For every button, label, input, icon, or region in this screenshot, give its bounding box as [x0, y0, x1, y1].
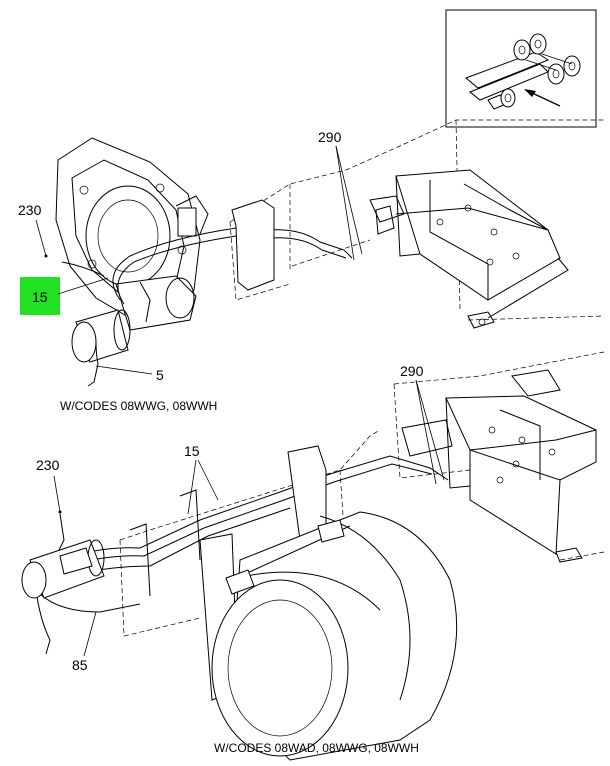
upper-battery-box [369, 169, 569, 329]
upper-bracket [231, 199, 275, 291]
caption-lower: W/CODES 08WAD, 08WWG, 08WWH [214, 741, 419, 755]
callout-230-bottom: 230 [36, 457, 60, 473]
locator-frame [445, 9, 597, 128]
callout-15-highlight-box [20, 277, 60, 315]
starter-motor [71, 275, 197, 387]
lower-starter [21, 539, 105, 599]
locator-inset [445, 9, 597, 128]
callout-290-mid: 290 [400, 363, 424, 379]
caption-upper: W/CODES 08WWG, 08WWH [60, 399, 217, 413]
lower-assembly [21, 351, 605, 761]
fuel-tank [211, 511, 458, 761]
callout-5: 5 [156, 367, 164, 383]
callout-15-bottom: 15 [184, 443, 200, 459]
direction-arrow-icon [524, 89, 561, 107]
lower-battery-box [401, 369, 597, 563]
upper-frame-rail [229, 119, 605, 321]
upper-assembly [55, 119, 605, 387]
callout-15-highlighted: 15 [32, 289, 48, 305]
callouts: 290 230 15 5 290 230 15 85 [18, 129, 445, 673]
callout-85: 85 [72, 657, 88, 673]
truck-chassis-locator-icon [465, 33, 581, 110]
callout-290-top: 290 [318, 129, 342, 145]
upper-cables [61, 227, 353, 305]
callout-230-top: 230 [18, 202, 42, 218]
